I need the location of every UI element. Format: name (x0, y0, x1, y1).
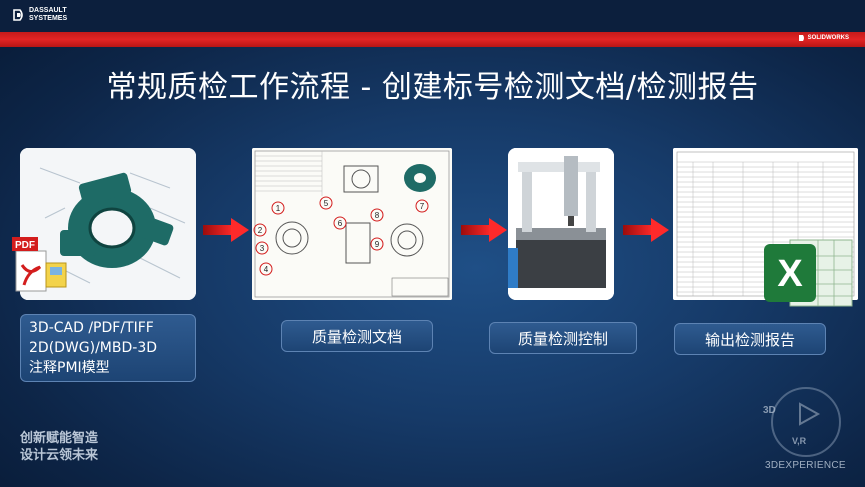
balloon-label: 9 (375, 240, 380, 249)
cmm-machine-image (508, 148, 614, 300)
arrow-right-icon (203, 218, 249, 242)
balloon-label: 6 (338, 219, 343, 228)
slogan-line2: 设计云领未来 (20, 448, 99, 463)
cad-model-image (20, 148, 196, 300)
balloon-label: 5 (324, 199, 329, 208)
step-label-inspection-document: 质量检测文档 (281, 320, 433, 352)
input-formats-line2: 2D(DWG)/MBD-3D (29, 340, 158, 356)
dassault-logo: DASSAULT SYSTEMES (12, 7, 67, 23)
excel-icon: X (760, 236, 856, 310)
page-title: 常规质检工作流程 - 创建标号检测文档/检测报告 (106, 70, 759, 105)
experience-watermark (758, 380, 854, 476)
input-formats-line1: 3D-CAD /PDF/TIFF (29, 320, 154, 336)
product-logo-text: SOLIDWORKS (807, 35, 849, 41)
balloon-label: 2 (258, 226, 263, 235)
inspection-drawing-image: 1 2 3 4 5 6 7 8 9 (252, 148, 452, 300)
balloon-label: 7 (420, 202, 425, 211)
input-formats-line3: 注释PMI模型 (29, 360, 110, 376)
play-3d-text: 3D (763, 405, 776, 416)
balloon-label: 1 (276, 204, 281, 213)
version-text: V,R (792, 436, 807, 446)
solidworks-logo: SOLIDWORKS (798, 34, 849, 42)
balloon-label: 3 (260, 244, 265, 253)
excel-letter: X (777, 253, 803, 295)
slogan-line1: 创新赋能智造 (20, 431, 99, 446)
svg-text:PDF: PDF (15, 240, 35, 251)
company-logo-line2: SYSTEMES (29, 15, 68, 22)
step-label-output-report: 输出检测报告 (674, 323, 826, 355)
red-banner (0, 32, 865, 47)
step-label-inspection-control: 质量检测控制 (489, 322, 637, 354)
arrow-right-icon (461, 218, 507, 242)
pdf-icon: PDF (12, 237, 72, 295)
experience-logo: 3DEXPERIENCE (765, 460, 846, 471)
company-logo-line1: DASSAULT (29, 7, 67, 14)
slogan: 创新赋能智造 设计云领未来 (20, 430, 98, 464)
arrow-right-icon (623, 218, 669, 242)
play-compass-icon (771, 387, 841, 457)
solidworks-mark-icon (798, 35, 804, 41)
balloon-label: 4 (264, 265, 269, 274)
balloon-label: 8 (375, 211, 380, 220)
step-label-input-formats: 3D-CAD /PDF/TIFF 2D(DWG)/MBD-3D 注释PMI模型 (20, 314, 196, 382)
ds-mark-icon (13, 9, 23, 21)
top-bar (0, 0, 865, 32)
